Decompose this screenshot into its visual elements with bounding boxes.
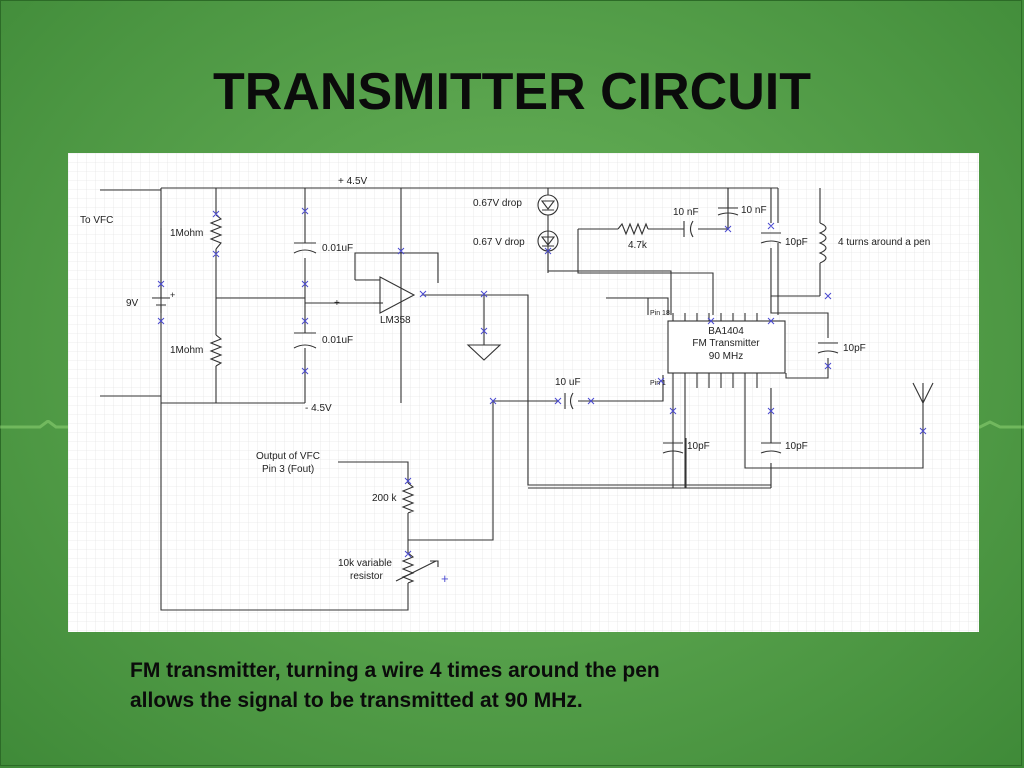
- label-cursor-plus: +: [441, 571, 449, 586]
- label-r-top: 1Mohm: [170, 228, 203, 239]
- cap-10nf-1: [683, 220, 694, 238]
- label-vfc-out-1: Output of VFC: [256, 451, 320, 462]
- caption-line-2: allows the signal to be transmitted at 9…: [130, 689, 583, 712]
- resistor-1mohm-top: [209, 214, 223, 250]
- label-pot-1: 10k variable: [338, 558, 392, 569]
- label-10pf-3: 10pF: [687, 441, 710, 452]
- label-r-bottom: 1Mohm: [170, 345, 203, 356]
- caption-line-1: FM transmitter, turning a wire 4 times a…: [130, 659, 660, 682]
- label-plus-4-5v: + 4.5V: [338, 176, 368, 187]
- resistor-1mohm-bottom: [209, 334, 223, 367]
- cap-top: [293, 242, 317, 254]
- label-10nf-1: 10 nF: [673, 207, 699, 218]
- label-4-7k: 4.7k: [628, 240, 648, 251]
- resistor-4-7k: [617, 222, 649, 236]
- label-10nf-2: 10 nF: [741, 205, 767, 216]
- slide-title: TRANSMITTER CIRCUIT: [213, 63, 811, 121]
- wires: [100, 187, 934, 611]
- cap-10nf-2: [717, 207, 739, 216]
- label-9v: 9V: [126, 298, 139, 309]
- label-10pf-1: 10pF: [785, 237, 808, 248]
- diode-1-circle: [537, 194, 559, 216]
- cap-10pf-3: [662, 442, 684, 454]
- diagram-labels: To VFC + 4.5V - 4.5V 9V + 1Mohm 1Mohm 0.…: [80, 176, 930, 586]
- chip-box: [667, 320, 786, 374]
- battery-symbol: [152, 228, 170, 313]
- label-10uf: 10 uF: [555, 377, 581, 388]
- diode-2-symbol: [540, 236, 556, 247]
- cap-bottom: [293, 332, 317, 349]
- label-to-vfc: To VFC: [80, 215, 113, 226]
- diode-1-symbol: [540, 200, 556, 211]
- potentiometer: [401, 552, 415, 584]
- label-10pf-2: 10pF: [843, 343, 866, 354]
- label-pin18: Pin 18: [650, 310, 670, 317]
- slide-caption: FM transmitter, turning a wire 4 times a…: [130, 656, 890, 716]
- label-chip-1: BA1404: [708, 326, 744, 337]
- coil-symbol: [818, 222, 827, 264]
- resistor-200k: [401, 482, 415, 514]
- label-battery-plus: +: [170, 290, 175, 300]
- node-markers: [157, 207, 927, 558]
- circuit-svg: To VFC + 4.5V - 4.5V 9V + 1Mohm 1Mohm 0.…: [68, 153, 979, 632]
- label-pin1: Pin 1: [650, 380, 666, 387]
- label-chip-2: FM Transmitter: [692, 338, 760, 349]
- label-diode-1: 0.67V drop: [473, 198, 522, 209]
- label-vfc-out-2: Pin 3 (Fout): [262, 464, 314, 475]
- label-c-top: 0.01uF: [322, 243, 353, 254]
- opamp-symbol: [379, 276, 416, 314]
- cap-10pf-2: [817, 342, 839, 354]
- grid-background: [68, 153, 979, 632]
- label-10pf-4: 10pF: [785, 441, 808, 452]
- cap-10pf-4: [760, 442, 782, 454]
- label-c-bottom: 0.01uF: [322, 335, 353, 346]
- label-pot-2: resistor: [350, 571, 383, 582]
- label-opamp: LM358: [380, 315, 411, 326]
- circuit-diagram: To VFC + 4.5V - 4.5V 9V + 1Mohm 1Mohm 0.…: [68, 153, 979, 632]
- cap-10uf: [564, 392, 574, 410]
- label-diode-2: 0.67 V drop: [473, 237, 525, 248]
- label-opamp-plus: +: [334, 298, 340, 309]
- pot-arrow: [395, 560, 439, 582]
- components: [152, 194, 839, 584]
- label-chip-3: 90 MHz: [709, 351, 743, 362]
- cap-10pf-1: [760, 232, 782, 244]
- label-coil: 4 turns around a pen: [838, 237, 930, 248]
- label-minus-4-5v: - 4.5V: [305, 403, 332, 414]
- label-200k: 200 k: [372, 493, 397, 504]
